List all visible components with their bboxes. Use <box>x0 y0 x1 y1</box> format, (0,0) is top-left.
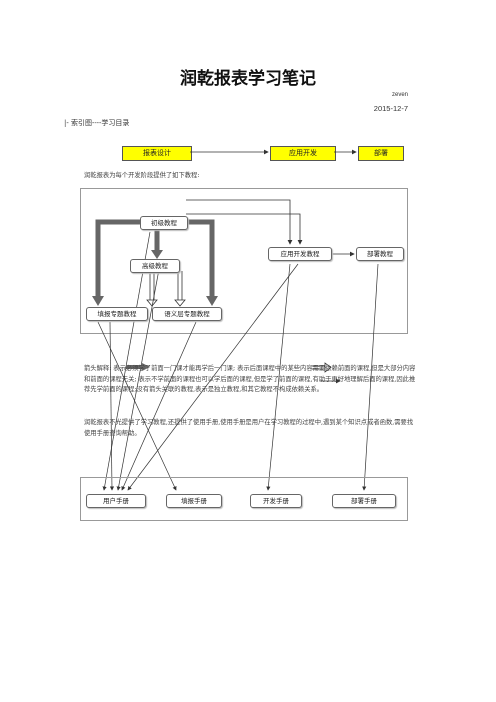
manual-frame <box>80 477 408 521</box>
tutorial-frame <box>80 188 408 334</box>
document-title: 润乾报表学习笔记 <box>180 69 316 89</box>
node-deploy-tutorial: 部署教程 <box>356 247 404 261</box>
node-appdev-tutorial: 应用开发教程 <box>268 247 332 261</box>
author: zeven <box>391 92 408 98</box>
manual-deploy: 部署手册 <box>332 494 396 508</box>
phase-report-design: 报表设计 <box>122 146 192 161</box>
phase-deploy: 部署 <box>358 146 404 161</box>
manual-dev: 开发手册 <box>250 494 302 508</box>
manual-fill: 填报手册 <box>166 494 222 508</box>
arrow-legend-text: 箭头解释: 表示必须学了前面一门课才能再学后一门课; 表示后面课程中的某些内容需… <box>84 365 416 393</box>
phase-app-dev: 应用开发 <box>270 146 336 161</box>
handbook-text: 润乾报表不光提供了学习教程,还提供了使用手册,使用手册是用户在学习教程的过程中,… <box>84 419 414 437</box>
intro-text: 润乾报表为每个开发阶段提供了如下教程: <box>84 172 200 179</box>
manual-user: 用户手册 <box>86 494 146 508</box>
date: 2015-12-7 <box>373 104 408 113</box>
toc-line: |- 索引图----学习目录 <box>64 119 130 127</box>
node-advanced-tutorial: 高级教程 <box>130 259 180 273</box>
node-semantic-tutorial: 语义层专题教程 <box>152 307 222 321</box>
node-basic-tutorial: 初级教程 <box>140 216 188 230</box>
node-fill-tutorial: 填报专题教程 <box>86 307 148 321</box>
